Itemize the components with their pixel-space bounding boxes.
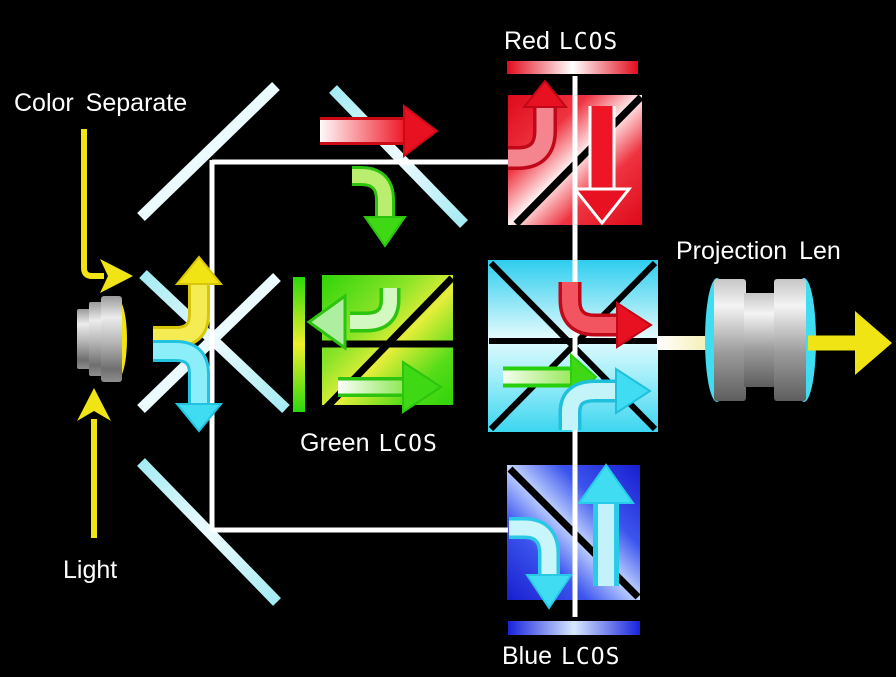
arrowhead-icon [403,103,439,159]
blue-lcos-label-suffix: LCOS [561,644,621,670]
light-label: Light [63,556,118,584]
prism-cyan-arrow [558,367,652,430]
arrowhead-icon [363,216,407,248]
lens-barrel-segment [101,296,122,382]
mirror-top-center-icon [329,85,468,228]
red-beam-right-arrow [320,103,439,159]
light-source-lens-icon [77,296,127,382]
projection-lens-icon [705,278,816,402]
arrow-body [350,288,397,329]
color-separate-arrowhead-icon [100,259,133,293]
red-lcos-label: Red LCOS [504,27,619,56]
projection-lens-barrel [744,293,776,387]
blue-lcos-label: Blue LCOS [502,642,621,671]
projection-lens-barrel [774,279,806,401]
mirror-bottom-left-icon [137,458,281,606]
arrowhead-icon [525,574,573,610]
color-separate-arrow [81,129,133,293]
arrowhead-icon [306,293,347,351]
arrow-body [508,106,554,167]
light-input-arrow [77,388,111,538]
color-separate-arrow-line [81,129,104,279]
arrow-body [562,383,617,430]
arrow-body [153,283,207,345]
arrowhead-icon [174,255,224,285]
arrow-body [352,169,392,218]
arrowhead-icon [616,301,653,349]
red-panel-down-arrow [571,106,633,226]
arrowhead-icon [521,79,569,108]
green-beam-down-arrow [352,166,407,248]
green-panel-right-arrow [338,360,443,414]
projection-lens-label: Projection Len [676,237,841,265]
red-pbs-diagonal [513,94,644,227]
red-lcos-label-suffix: LCOS [558,29,619,55]
projection-output-arrow [808,311,892,375]
arrow-body [153,343,207,405]
arrow-body [562,282,618,333]
color-separate-label: Color Separate [14,89,188,117]
green-lcos-label-suffix: LCOS [378,431,438,457]
red-lcos-panel-bar [507,61,638,74]
beam-to-projection-lens [657,336,713,350]
white-beam-path [209,76,713,617]
mirror-x-rising-icon [137,273,281,413]
red-lcos-label-word: Red [504,27,550,55]
prism-red-arrow [558,282,653,349]
arrowhead-icon [571,187,633,226]
green-lcos-label: Green LCOS [300,429,438,458]
projection-lens-barrel [714,279,746,401]
green-lcos-panel-bar [293,277,305,412]
arrowhead-icon [615,367,652,415]
mirror-top-left-icon [137,82,280,221]
blue-panel-down-arrow [509,517,573,610]
green-lcos-label-word: Green [300,429,370,457]
blue-lcos-panel-bar [508,621,640,635]
arrowhead-icon [577,463,635,504]
blue-panel-up-arrow [577,463,635,586]
arrowhead-icon [402,360,443,414]
blue-lcos-label-word: Blue [502,642,553,670]
cyan-split-arrow-down [153,340,224,433]
green-panel-left-arrow [306,288,401,351]
yellow-split-arrow-up [153,255,224,348]
light-arrowhead-icon [77,388,111,421]
arrowhead-icon [855,311,892,375]
arrowhead-icon [174,403,224,433]
arrow-body [509,520,557,576]
red-panel-up-arrow [508,79,569,170]
